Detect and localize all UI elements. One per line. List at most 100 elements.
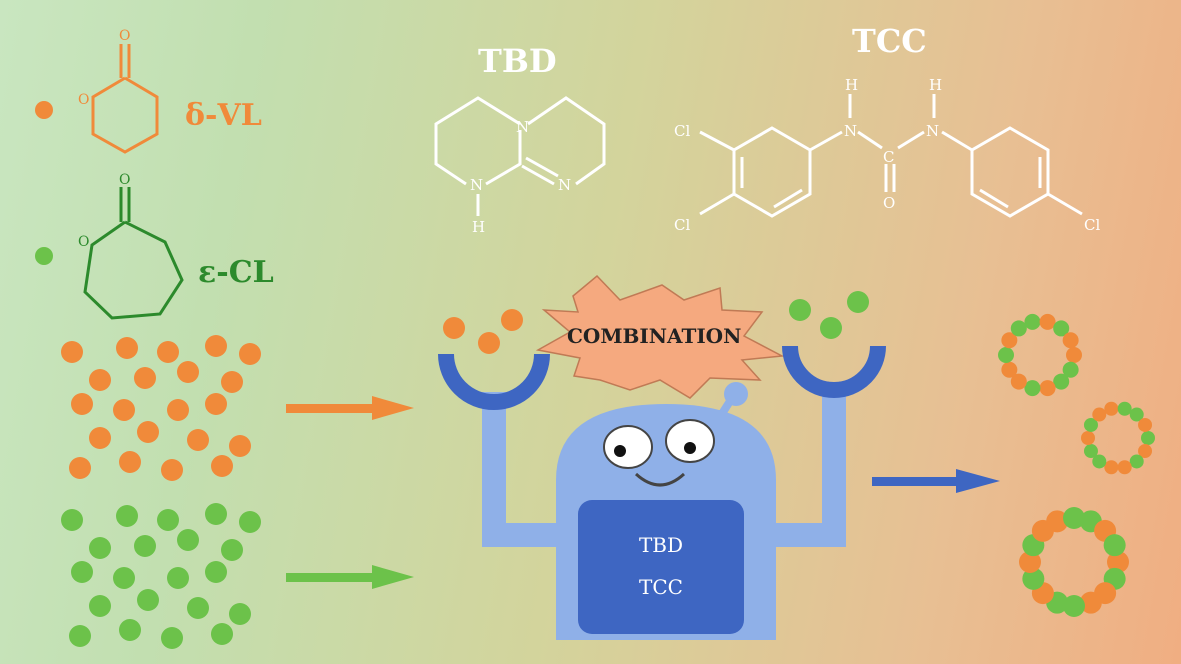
tcc-h2: H	[929, 76, 942, 94]
cl-particle	[177, 529, 199, 551]
vl-particle	[187, 429, 209, 451]
cl-particle	[89, 595, 111, 617]
tbd-ring-left	[434, 96, 521, 186]
ring-particle	[1141, 431, 1155, 445]
cl-particle	[71, 561, 93, 583]
vl-particle	[211, 455, 233, 477]
robot-antenna-tip	[724, 382, 748, 406]
ring-particle	[1129, 407, 1144, 422]
robot-left-pupil	[614, 445, 626, 457]
cl-monomer	[83, 187, 184, 320]
cl-ring	[83, 220, 184, 320]
robot-smile	[634, 472, 686, 487]
held-particle-orange	[501, 309, 523, 331]
held-particle-green	[789, 299, 811, 321]
vl-particle	[119, 451, 141, 473]
robot-right-arm-vertical	[822, 384, 846, 547]
vl-carbonyl-o: O	[119, 28, 130, 44]
vl-dot	[35, 101, 53, 119]
ring-particle	[1117, 460, 1132, 475]
cl-particle	[61, 509, 83, 531]
ring-particle	[1103, 534, 1126, 557]
robot-right-pupil	[684, 442, 696, 454]
cl-particle	[137, 589, 159, 611]
cl-particle	[239, 511, 261, 533]
ring-particle	[1092, 454, 1107, 469]
tbd-ring-right	[527, 96, 606, 186]
vl-label: δ-VL	[185, 98, 262, 133]
robot: TBD TCC	[438, 345, 886, 640]
tcc-cl3-bond	[1047, 192, 1083, 216]
tcc-title: TCC	[852, 22, 927, 60]
ring-particle	[1046, 510, 1069, 533]
tcc-n2-ring-bond	[941, 130, 973, 152]
ring-particle	[1062, 332, 1079, 349]
tbd-h: H	[472, 218, 485, 236]
tcc-left-ring-inner-2	[773, 188, 803, 209]
tbd-ring-left-2	[485, 130, 522, 186]
ring-particle	[1117, 401, 1132, 416]
vl-ring-o: O	[78, 92, 89, 108]
orange-arrow	[286, 396, 414, 420]
ring-particle	[1081, 431, 1095, 445]
ring-particle	[1024, 313, 1041, 330]
cl-particle	[119, 619, 141, 641]
ring-particle	[1022, 567, 1045, 590]
tcc-n1-c-bond	[857, 130, 883, 150]
tcc-n2: N	[926, 122, 939, 140]
ring-particle	[1104, 460, 1119, 475]
robot-screen	[578, 500, 744, 634]
ring-particle	[1001, 361, 1018, 378]
ring-particle	[1053, 373, 1070, 390]
robot-left-arm-horizontal	[482, 523, 562, 547]
ring-particle	[1062, 361, 1079, 378]
ring-particle	[1138, 417, 1153, 432]
held-particle-green	[820, 317, 842, 339]
tbd-structure	[434, 96, 606, 216]
tbd-double-bond-2	[525, 156, 559, 178]
ring-particle	[1083, 417, 1098, 432]
tcc-right-ring	[970, 126, 1050, 218]
tcc-cl1-bond	[699, 130, 735, 152]
ring-particle	[1138, 444, 1153, 459]
ring-particle	[998, 347, 1014, 363]
tcc-cl2: Cl	[674, 216, 690, 234]
ring-particle	[1104, 401, 1119, 416]
copolymer-rings	[998, 313, 1155, 617]
vl-particle	[205, 393, 227, 415]
ring-particle	[1066, 347, 1082, 363]
vl-particle	[161, 459, 183, 481]
vl-particle	[157, 341, 179, 363]
ring-particle	[1010, 373, 1027, 390]
ring-particle	[1129, 454, 1144, 469]
blue-arrow	[872, 469, 1000, 493]
cl-particle	[187, 597, 209, 619]
held-particle-green	[847, 291, 869, 313]
cl-particle	[116, 505, 138, 527]
vl-particle	[239, 343, 261, 365]
held-particle-orange	[478, 332, 500, 354]
tcc-right-ring-inner-2	[979, 188, 1009, 209]
vl-ring	[91, 76, 159, 154]
tcc-h1: H	[845, 76, 858, 94]
cl-particle	[221, 539, 243, 561]
vl-monomer	[91, 44, 159, 154]
cl-label: ε-CL	[198, 255, 274, 290]
combination-star	[535, 274, 785, 399]
tbd-title: TBD	[478, 42, 557, 80]
cl-carbonyl-o: O	[119, 172, 130, 188]
robot-right-hand	[782, 345, 886, 398]
vl-particle	[113, 399, 135, 421]
cl-particle	[113, 567, 135, 589]
vl-particle	[116, 337, 138, 359]
robot-right-eye	[665, 419, 715, 463]
green-arrow	[286, 565, 414, 589]
ring-particle	[1079, 591, 1102, 614]
vl-particle	[89, 427, 111, 449]
tbd-n-top: N	[516, 118, 529, 136]
robot-left-hand	[438, 353, 550, 410]
cl-particle	[89, 537, 111, 559]
vl-particle	[137, 421, 159, 443]
